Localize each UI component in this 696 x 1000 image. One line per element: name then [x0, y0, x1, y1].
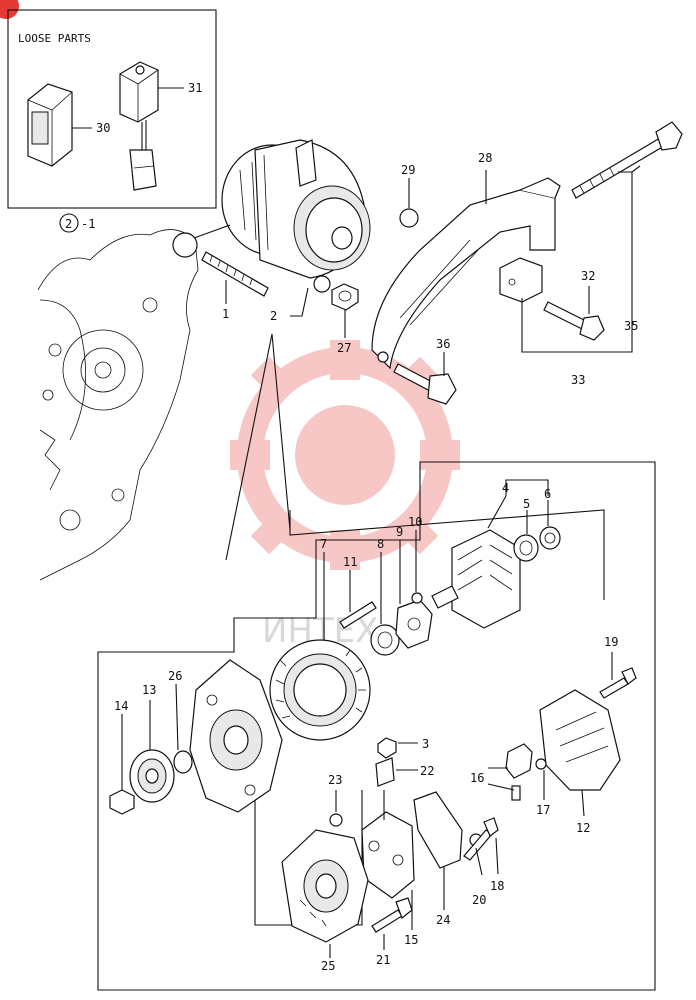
- bearing-part-5: [513, 534, 539, 562]
- callout-25: 25: [321, 959, 335, 973]
- callout-21: 21: [376, 953, 390, 967]
- insulator-part-22: [375, 757, 395, 787]
- bracket-part-28: [371, 177, 561, 370]
- relay-part-30: [27, 83, 73, 167]
- loose-parts-box: LOOSE PARTS: [7, 9, 217, 209]
- callout-28: 28: [478, 151, 492, 165]
- callout-22: 22: [420, 764, 434, 778]
- rectifier-part-15: [361, 790, 415, 899]
- callout-5: 5: [523, 497, 530, 511]
- bolt-part-35: [571, 121, 683, 199]
- callout-12: 12: [576, 821, 590, 835]
- callout-24: 24: [436, 913, 450, 927]
- callout-15: 15: [404, 933, 418, 947]
- callout-2-1-suffix: -1: [81, 217, 95, 231]
- bearing-part-6: [539, 526, 561, 550]
- callout-13: 13: [142, 683, 156, 697]
- callout-9: 9: [396, 525, 403, 539]
- screw-part-11: [339, 601, 377, 629]
- callout-31: 31: [188, 81, 202, 95]
- watermark-logo: [230, 340, 460, 570]
- screw-part-10: [411, 592, 423, 604]
- callout-2-1-circle: [59, 213, 79, 233]
- callout-7: 7: [320, 537, 327, 551]
- exploded-detail-frame: [97, 461, 656, 991]
- bolt-part-20: [463, 817, 499, 861]
- bolt-part-21: [371, 897, 413, 933]
- bolt-part-32: [543, 301, 605, 341]
- callout-36: 36: [436, 337, 450, 351]
- alternator-assembly: [221, 139, 371, 279]
- callout-35: 35: [624, 319, 638, 333]
- inner-frame-upper: [289, 509, 605, 600]
- front-housing: [189, 659, 283, 813]
- callout-6: 6: [544, 487, 551, 501]
- callout-16: 16: [470, 771, 484, 785]
- spacer-part-2: [313, 275, 331, 293]
- washer-part-29: [399, 208, 419, 228]
- callout-33: 33: [571, 373, 585, 387]
- callout-18: 18: [490, 879, 504, 893]
- bearing-part-8: [370, 624, 400, 656]
- regulator-part-31: [119, 61, 159, 191]
- rear-housing-part-25: [281, 829, 369, 943]
- nut-part-27: [331, 283, 359, 311]
- stator-part-7: [269, 639, 371, 741]
- stud-part-1: [201, 251, 269, 297]
- bolt-part-36: [393, 363, 457, 405]
- callout-labels: 30 31 2 -1 1 2 27 29 28 32 35 36 33 4 5 …: [59, 81, 638, 973]
- retainer-plate-part-9: [395, 599, 433, 649]
- callout-27: 27: [337, 341, 351, 355]
- brush-holder-part-16: [505, 743, 533, 801]
- loose-parts-title: LOOSE PARTS: [18, 32, 91, 45]
- nut-part-23: [329, 813, 343, 827]
- rear-cover-part-12: [539, 689, 621, 791]
- callout-2: 2: [270, 309, 277, 323]
- callout-23: 23: [328, 773, 342, 787]
- spacer-part-26: [173, 750, 193, 774]
- callout-4: 4: [502, 481, 509, 495]
- callout-3: 3: [422, 737, 429, 751]
- callout-17: 17: [536, 803, 550, 817]
- callout-1: 1: [222, 307, 229, 321]
- callout-32: 32: [581, 269, 595, 283]
- callout-26: 26: [168, 669, 182, 683]
- callout-29: 29: [401, 163, 415, 177]
- callout-19: 19: [604, 635, 618, 649]
- nut-part-17: [535, 758, 547, 770]
- regulator-part-24: [413, 791, 463, 869]
- callout-10: 10: [408, 515, 422, 529]
- engine-block: [37, 229, 199, 581]
- spacer-block-part: [499, 257, 543, 303]
- callout-11: 11: [343, 555, 357, 569]
- rotor-part-4: [431, 529, 521, 629]
- nut-part-14: [109, 789, 135, 815]
- leader-lines: [121, 165, 641, 958]
- pulley-part-13: [129, 749, 175, 803]
- terminal-nut-part-3: [377, 737, 397, 759]
- callout-20: 20: [472, 893, 486, 907]
- callout-2-1-num: 2: [65, 217, 72, 231]
- callout-14: 14: [114, 699, 128, 713]
- callout-30: 30: [96, 121, 110, 135]
- callout-8: 8: [377, 537, 384, 551]
- bolt-part-19: [599, 667, 637, 699]
